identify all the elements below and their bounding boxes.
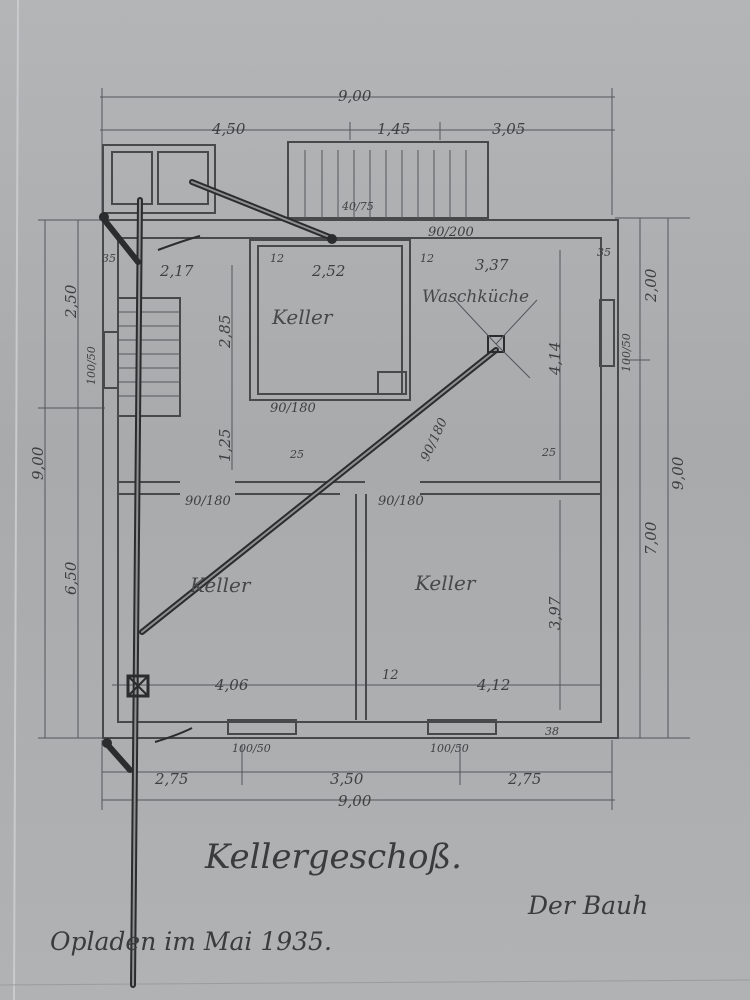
dim-right-lower: 7,00	[642, 521, 660, 555]
dim-room-252: 2,52	[311, 262, 345, 280]
dim-bottom-left: 2,75	[154, 770, 188, 788]
room-waschkueche: Waschküche	[422, 287, 529, 307]
window-100-50-c: 100/50	[232, 742, 271, 755]
dimension-lines	[38, 88, 690, 810]
stair-40-75: 40/75	[341, 200, 374, 213]
dim-wall-25a: 25	[289, 448, 304, 461]
room-labels: Keller Waschküche Keller Keller	[189, 287, 529, 597]
dim-height-414: 4,14	[546, 342, 564, 376]
dim-wall-35b: 35	[597, 246, 611, 259]
dim-bottom-total: 9,00	[338, 792, 372, 810]
dim-right-upper: 2,00	[642, 268, 660, 303]
dim-left-upper: 2,50	[62, 284, 80, 319]
door-90-180-a: 90/180	[270, 401, 316, 416]
paper-fold	[13, 0, 19, 1000]
dim-top-right: 3,05	[492, 120, 525, 138]
door-90-200: 90/200	[428, 225, 474, 240]
dim-left-outer: 9,00	[29, 446, 47, 480]
window-100-50-b: 100/50	[620, 333, 633, 372]
dim-right-outer: 9,00	[669, 456, 687, 490]
door-90-180-d: 90/180	[418, 416, 451, 464]
dim-wall-12c: 12	[382, 668, 399, 683]
dim-height-125: 1,25	[216, 429, 234, 462]
pipe-lines	[99, 179, 538, 988]
place-date: Opladen im Mai 1935.	[50, 927, 332, 956]
dim-bottom-right: 2,75	[507, 770, 541, 788]
dim-top-total: 9,00	[338, 87, 372, 105]
dim-bottom-412: 4,12	[476, 676, 510, 694]
dim-height-397: 3,97	[546, 596, 564, 630]
dim-wall-38: 38	[545, 725, 559, 738]
window-100-50-a: 100/50	[85, 346, 98, 385]
room-keller-top: Keller	[271, 305, 334, 329]
paper-edge	[0, 979, 750, 986]
dim-wall-12a: 12	[270, 252, 284, 265]
dim-room-337: 3,37	[475, 256, 509, 274]
dimension-labels: 9,00 4,50 1,45 3,05 2,75 3,50 2,75 9,00 …	[29, 87, 687, 810]
dim-room-217: 2,17	[159, 262, 194, 280]
dim-bottom-406: 4,06	[214, 676, 249, 694]
signature-text: Der Bauh	[527, 891, 648, 920]
walls	[102, 141, 619, 739]
dim-wall-12b: 12	[420, 252, 434, 265]
dim-left-lower: 6,50	[62, 561, 80, 595]
dim-height-285: 2,85	[216, 315, 234, 349]
dim-bottom-mid: 3,50	[330, 770, 364, 788]
door-90-180-b: 90/180	[185, 494, 231, 509]
dim-wall-35a: 35	[102, 252, 116, 265]
room-keller-left: Keller	[189, 573, 252, 597]
dim-top-mid: 1,45	[377, 120, 410, 138]
dim-wall-25b: 25	[541, 446, 556, 459]
dim-top-left: 4,50	[211, 120, 246, 138]
window-100-50-d: 100/50	[430, 742, 469, 755]
room-keller-right: Keller	[414, 571, 477, 595]
drawing-title: Kellergeschoß.	[204, 837, 462, 877]
title-block: Kellergeschoß. Der Bauh Opladen im Mai 1…	[50, 837, 648, 956]
door-90-180-c: 90/180	[378, 494, 424, 509]
